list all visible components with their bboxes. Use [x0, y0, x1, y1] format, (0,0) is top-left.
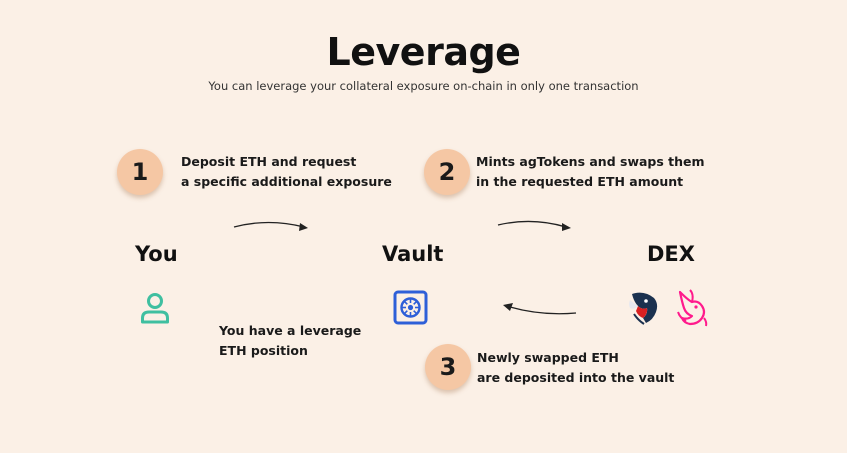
step-2-line-2: in the requested ETH amount — [476, 174, 684, 189]
arrow-you-to-vault — [233, 221, 308, 231]
actor-dex-label: DEX — [647, 242, 695, 266]
result-line-1: You have a leverage — [219, 323, 362, 338]
step-3-text: Newly swapped ETH are deposited into the… — [477, 348, 674, 388]
step-1-line-1: Deposit ETH and request — [181, 154, 357, 169]
step-2-text: Mints agTokens and swaps them in the req… — [476, 152, 705, 192]
actor-you-label: You — [135, 242, 178, 266]
arrow-dex-to-vault — [503, 303, 577, 315]
step-3-line-2: are deposited into the vault — [477, 370, 675, 385]
page-title: Leverage — [326, 30, 521, 74]
vault-icon — [393, 290, 428, 325]
step-1-text: Deposit ETH and request a specific addit… — [181, 152, 392, 192]
step-3-line-1: Newly swapped ETH — [477, 350, 619, 365]
actor-vault-label: Vault — [382, 242, 444, 266]
result-line-2: ETH position — [219, 343, 308, 358]
step-1-line-2: a specific additional exposure — [181, 174, 392, 189]
user-icon — [141, 293, 169, 324]
arrow-vault-to-dex — [497, 220, 571, 231]
step-3-badge: 3 — [425, 344, 471, 390]
uniswap-logo-icon — [677, 289, 708, 327]
page-subtitle: You can leverage your collateral exposur… — [208, 79, 639, 93]
step-2-badge: 2 — [424, 149, 470, 195]
step-2-line-1: Mints agTokens and swaps them — [476, 154, 705, 169]
1inch-logo-icon — [629, 292, 658, 325]
step-1-badge: 1 — [117, 149, 163, 195]
result-text: You have a leverage ETH position — [219, 321, 361, 361]
